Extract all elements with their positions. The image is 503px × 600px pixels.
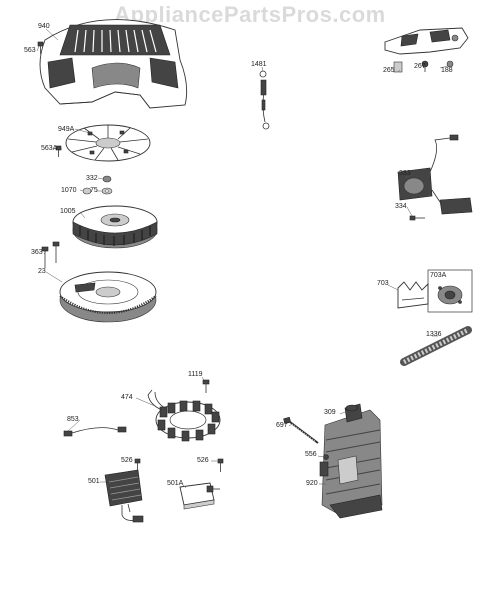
label-333: 333 bbox=[399, 170, 411, 177]
label-526-right: 526 bbox=[197, 457, 209, 464]
ignition-armature-333 bbox=[397, 134, 473, 215]
blower-housing-940 bbox=[39, 19, 188, 109]
label-1119: 1119 bbox=[188, 371, 203, 378]
label-703: 703 bbox=[377, 280, 389, 287]
ring-gear-23 bbox=[59, 271, 157, 323]
nut-188 bbox=[446, 60, 454, 68]
label-474: 474 bbox=[121, 394, 133, 401]
label-563: 563 bbox=[24, 47, 36, 54]
label-949a: 949A bbox=[58, 126, 75, 133]
regulator-501 bbox=[104, 469, 144, 523]
label-563a: 563A bbox=[41, 145, 58, 152]
label-363: 363 bbox=[31, 249, 43, 256]
label-920: 920 bbox=[306, 480, 318, 487]
label-853: 853 bbox=[67, 416, 79, 423]
label-501a: 501A bbox=[167, 480, 184, 487]
label-1070: 1070 bbox=[61, 187, 77, 194]
conduit-1336 bbox=[400, 326, 472, 366]
bolts-363 bbox=[41, 241, 60, 268]
washer-75 bbox=[101, 187, 113, 195]
screw-563 bbox=[37, 41, 44, 54]
label-703a: 703A bbox=[430, 272, 447, 279]
box-703a bbox=[427, 269, 473, 313]
regulator-501a bbox=[179, 482, 220, 510]
label-309: 309 bbox=[324, 409, 336, 416]
screw-563a bbox=[55, 145, 62, 157]
label-526-left: 526 bbox=[121, 457, 133, 464]
bolt-697 bbox=[283, 416, 319, 444]
starter-motor-309 bbox=[319, 403, 383, 519]
rotating-screen-949a bbox=[65, 124, 151, 162]
screw-1119 bbox=[202, 379, 210, 393]
screw-267 bbox=[421, 60, 429, 72]
label-23: 23 bbox=[38, 268, 46, 275]
label-1336: 1336 bbox=[426, 331, 442, 338]
label-265: 265 bbox=[383, 67, 395, 74]
label-75: 75 bbox=[90, 187, 98, 194]
alternator-474 bbox=[147, 389, 221, 442]
label-267: 267 bbox=[414, 63, 426, 70]
label-334: 334 bbox=[395, 203, 407, 210]
label-1481: 1481 bbox=[251, 61, 267, 68]
air-vane-703 bbox=[397, 281, 429, 309]
flywheel-1005 bbox=[72, 205, 158, 249]
label-501: 501 bbox=[88, 478, 100, 485]
label-556: 556 bbox=[305, 451, 317, 458]
label-332: 332 bbox=[86, 175, 98, 182]
screw-334 bbox=[409, 215, 425, 221]
control-bracket bbox=[384, 27, 469, 55]
watermark-text: AppliancePartsPros.com bbox=[114, 2, 386, 27]
label-1005: 1005 bbox=[60, 208, 76, 215]
label-188: 188 bbox=[441, 67, 453, 74]
label-697: 697 bbox=[276, 422, 288, 429]
label-940: 940 bbox=[38, 23, 50, 30]
